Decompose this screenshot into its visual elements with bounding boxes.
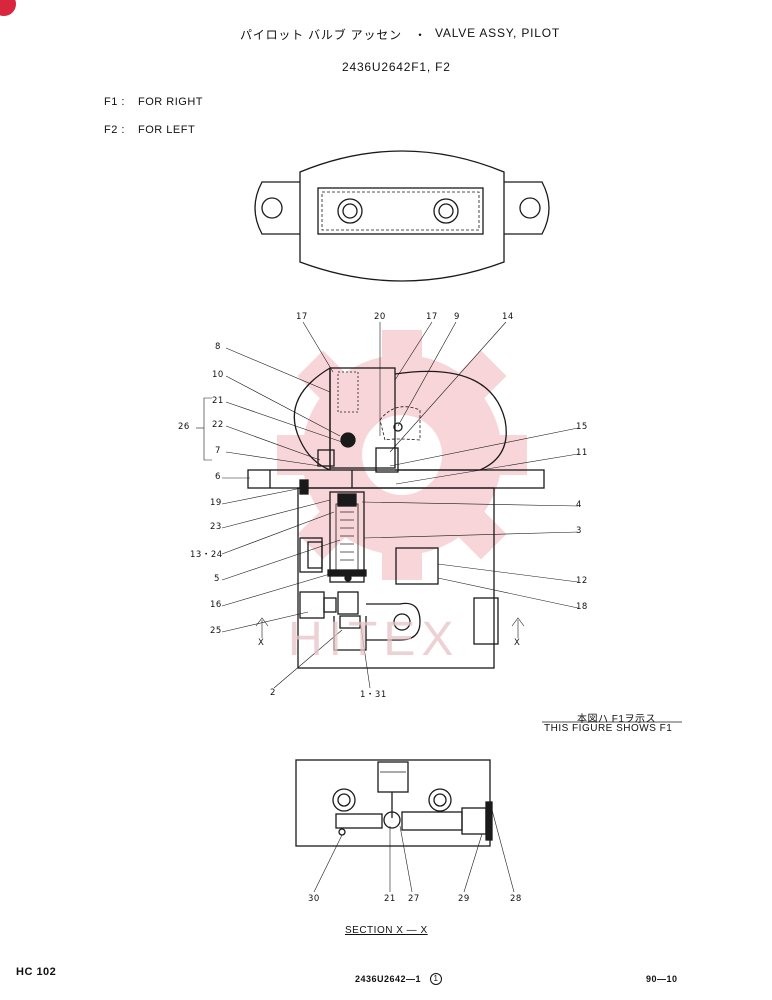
footer-left-code: HC 102 — [16, 966, 57, 978]
label-3: 3 — [576, 526, 582, 536]
label-2: 2 — [270, 688, 276, 698]
label-12: 12 — [576, 576, 588, 586]
label-section-30: 30 — [308, 894, 320, 904]
title-japanese: パイロット バルブ アッセン — [240, 28, 402, 42]
variant-code-f2: F2 : — [104, 124, 125, 136]
page-corner-tab — [0, 0, 16, 16]
footer-page-number: 90—10 — [646, 974, 678, 984]
figure-note-japanese: 本図ハ F1ヲ示ス — [577, 714, 656, 725]
label-18: 18 — [576, 602, 588, 612]
title-separator: ・ — [414, 28, 427, 42]
figure-note-english: THIS FIGURE SHOWS F1 — [544, 723, 673, 734]
label-20: 20 — [374, 312, 386, 322]
label-21: 21 — [212, 396, 224, 406]
label-19: 19 — [210, 498, 222, 508]
section-title: SECTION X — X — [345, 925, 428, 936]
label-section-21: 21 — [384, 894, 396, 904]
label-15: 15 — [576, 422, 588, 432]
label-22: 22 — [212, 420, 224, 430]
label-1-31: 1・31 — [360, 690, 387, 700]
section-leader-lines — [313, 809, 515, 893]
label-11: 11 — [576, 448, 588, 458]
footer-revision-mark: 1 — [430, 973, 442, 985]
label-13-24: 13・24 — [190, 550, 223, 560]
label-17b: 17 — [426, 312, 438, 322]
label-14: 14 — [502, 312, 514, 322]
top-view — [254, 150, 550, 282]
variant-desc-f1: FOR RIGHT — [138, 96, 203, 108]
label-7: 7 — [215, 446, 221, 456]
label-9: 9 — [454, 312, 460, 322]
main-section-view — [247, 367, 545, 669]
label-x-left: X — [258, 638, 265, 648]
watermark-text: HITEX — [288, 613, 460, 666]
variant-code-f1: F1 : — [104, 96, 125, 108]
label-section-28: 28 — [510, 894, 522, 904]
label-x-right: X — [514, 638, 521, 648]
label-5: 5 — [214, 574, 220, 584]
label-8: 8 — [215, 342, 221, 352]
label-16: 16 — [210, 600, 222, 610]
leader-lines — [196, 321, 579, 689]
label-section-27: 27 — [408, 894, 420, 904]
variant-desc-f2: FOR LEFT — [138, 124, 196, 136]
title-english: VALVE ASSY, PILOT — [435, 26, 560, 40]
label-4: 4 — [576, 500, 582, 510]
footer-drawing-number: 2436U2642—1 — [355, 974, 422, 984]
label-section-29: 29 — [458, 894, 470, 904]
label-25: 25 — [210, 626, 222, 636]
part-number: 2436U2642F1, F2 — [342, 60, 451, 74]
label-10: 10 — [212, 370, 224, 380]
label-6: 6 — [215, 472, 221, 482]
label-26: 26 — [178, 422, 190, 432]
label-23: 23 — [210, 522, 222, 532]
section-view — [295, 759, 493, 847]
label-17a: 17 — [296, 312, 308, 322]
